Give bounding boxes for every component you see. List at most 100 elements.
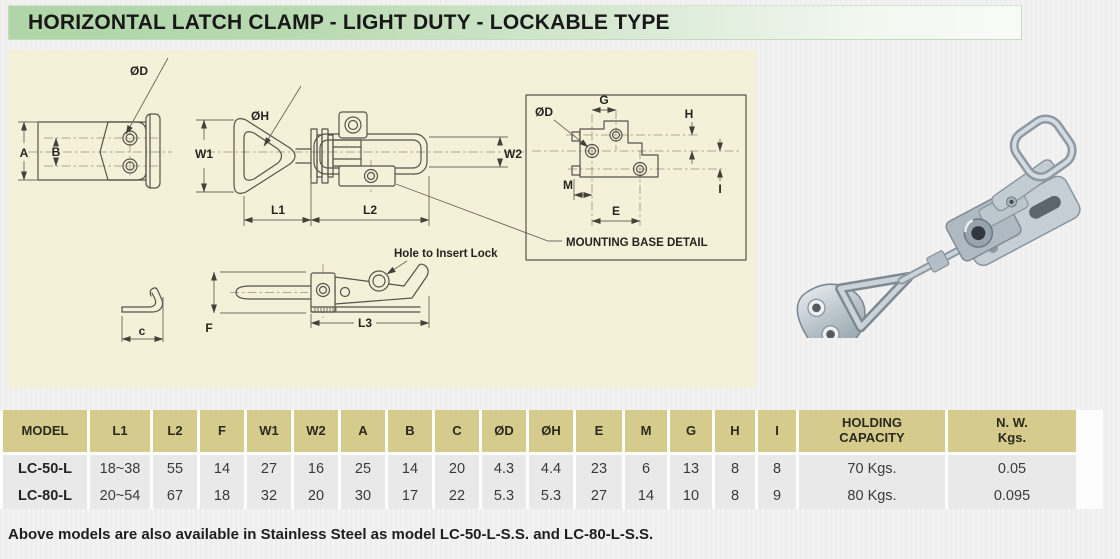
title-bar: HORIZONTAL LATCH CLAMP - LIGHT DUTY - LO… bbox=[8, 5, 1022, 40]
table-cell: 0.05 bbox=[948, 455, 1076, 482]
table-cell: 67 bbox=[153, 482, 197, 509]
table-cell: 14 bbox=[388, 455, 432, 482]
column-header: M bbox=[625, 410, 667, 452]
technical-drawing: A B ØD W1 Ø bbox=[18, 57, 747, 342]
table-cell: 17 bbox=[388, 482, 432, 509]
table-cell: 32 bbox=[247, 482, 291, 509]
table-cell: 27 bbox=[247, 455, 291, 482]
table-column-w1: W1 27 32 bbox=[247, 410, 291, 509]
table-cell: 20~54 bbox=[90, 482, 150, 509]
dim-label-c: c bbox=[139, 324, 146, 338]
table-cell: 70 Kgs. bbox=[799, 455, 945, 482]
table-cell: 23 bbox=[576, 455, 622, 482]
table-column-w2: W2 16 20 bbox=[294, 410, 338, 509]
column-header: B bbox=[388, 410, 432, 452]
table-cell: 8 bbox=[715, 482, 755, 509]
table-cell: 14 bbox=[200, 455, 244, 482]
table-column-a: A 25 30 bbox=[341, 410, 385, 509]
table-cell: 55 bbox=[153, 455, 197, 482]
table-column-e: E 23 27 bbox=[576, 410, 622, 509]
dim-label-l2: L2 bbox=[363, 203, 377, 217]
table-cell: 8 bbox=[715, 455, 755, 482]
table-cell: 4.4 bbox=[529, 455, 573, 482]
column-header: L2 bbox=[153, 410, 197, 452]
table-cell: LC-80-L bbox=[3, 482, 87, 509]
table-column-c: C 20 22 bbox=[435, 410, 479, 509]
dim-label-i: I bbox=[718, 182, 721, 196]
drawing-side-view: A B ØD bbox=[18, 57, 172, 189]
adjust-nut bbox=[926, 250, 950, 273]
table-cell: 13 bbox=[670, 455, 712, 482]
dim-label-l3: L3 bbox=[358, 316, 372, 330]
column-header: G bbox=[670, 410, 712, 452]
dim-label-w1: W1 bbox=[195, 147, 213, 161]
clamp-body bbox=[796, 114, 1081, 354]
dim-label-f: F bbox=[205, 321, 212, 335]
dim-label-h: H bbox=[685, 107, 694, 121]
footer-note: Above models are also available in Stain… bbox=[8, 526, 654, 543]
table-column-m: M 6 14 bbox=[625, 410, 667, 509]
mounting-detail-caption: MOUNTING BASE DETAIL bbox=[566, 237, 708, 249]
drawing-top-view: W1 ØH bbox=[195, 85, 562, 242]
column-header: N. W. Kgs. bbox=[948, 410, 1076, 452]
dim-label-dia-d: ØD bbox=[130, 64, 148, 78]
diagram-panel: A B ØD W1 Ø bbox=[8, 50, 756, 388]
dim-label-w2: W2 bbox=[504, 147, 522, 161]
table-cell: 8 bbox=[758, 455, 796, 482]
table-cell: 18~38 bbox=[90, 455, 150, 482]
table-cell: 6 bbox=[625, 455, 667, 482]
dim-label-b: B bbox=[52, 145, 61, 159]
table-cell: 5.3 bbox=[482, 482, 526, 509]
dim-label-a: A bbox=[20, 146, 29, 160]
spec-table: MODEL LC-50-L LC-80-L L1 18~38 20~54 L2 … bbox=[0, 410, 1103, 509]
column-header: MODEL bbox=[3, 410, 87, 452]
latch-clamp-illustration bbox=[796, 114, 1081, 354]
dim-label-dia-h: ØH bbox=[251, 109, 269, 123]
column-header: ØH bbox=[529, 410, 573, 452]
table-cell: 0.095 bbox=[948, 482, 1076, 509]
dim-label-m: M bbox=[563, 178, 573, 192]
column-header: H bbox=[715, 410, 755, 452]
table-column-i: I 8 9 bbox=[758, 410, 796, 509]
column-header: ØD bbox=[482, 410, 526, 452]
drawing-hook-plate: c bbox=[121, 287, 164, 342]
drawing-mounting-detail: G H I M E ØD MOUNTING BASE bbox=[525, 93, 747, 261]
dim-label-mount-dia-d: ØD bbox=[535, 105, 553, 119]
product-photo bbox=[786, 100, 1120, 354]
table-cell: 10 bbox=[670, 482, 712, 509]
table-column-g: G 13 10 bbox=[670, 410, 712, 509]
dim-label-l1: L1 bbox=[271, 203, 285, 217]
table-column-b: B 14 17 bbox=[388, 410, 432, 509]
lock-hole-note: Hole to Insert Lock bbox=[394, 248, 498, 260]
table-column-dia-d: ØD 4.3 5.3 bbox=[482, 410, 526, 509]
table-cell: LC-50-L bbox=[3, 455, 87, 482]
column-header: W1 bbox=[247, 410, 291, 452]
table-column-dia-h: ØH 4.4 5.3 bbox=[529, 410, 573, 509]
column-header: W2 bbox=[294, 410, 338, 452]
table-column-l2: L2 55 67 bbox=[153, 410, 197, 509]
table-column-holding-capacity: HOLDING CAPACITY 70 Kgs. 80 Kgs. bbox=[799, 410, 945, 509]
table-cell: 20 bbox=[294, 482, 338, 509]
table-cell: 27 bbox=[576, 482, 622, 509]
table-cell: 5.3 bbox=[529, 482, 573, 509]
table-cell: 16 bbox=[294, 455, 338, 482]
table-cell: 30 bbox=[341, 482, 385, 509]
table-cell: 4.3 bbox=[482, 455, 526, 482]
table-column-model: MODEL LC-50-L LC-80-L bbox=[3, 410, 87, 509]
column-header: A bbox=[341, 410, 385, 452]
drawing-lock-view: F L3 Hole to Insert Lock bbox=[205, 248, 498, 335]
handle-loop bbox=[1009, 114, 1077, 182]
page-title: HORIZONTAL LATCH CLAMP - LIGHT DUTY - LO… bbox=[28, 10, 670, 34]
dim-label-e: E bbox=[612, 204, 620, 218]
table-cell: 80 Kgs. bbox=[799, 482, 945, 509]
table-cell: 14 bbox=[625, 482, 667, 509]
table-cell: 25 bbox=[341, 455, 385, 482]
column-header: I bbox=[758, 410, 796, 452]
table-column-f: F 14 18 bbox=[200, 410, 244, 509]
dim-label-g: G bbox=[599, 93, 608, 107]
table-column-l1: L1 18~38 20~54 bbox=[90, 410, 150, 509]
table-cell: 9 bbox=[758, 482, 796, 509]
table-column-net-weight: N. W. Kgs. 0.05 0.095 bbox=[948, 410, 1076, 509]
column-header: C bbox=[435, 410, 479, 452]
